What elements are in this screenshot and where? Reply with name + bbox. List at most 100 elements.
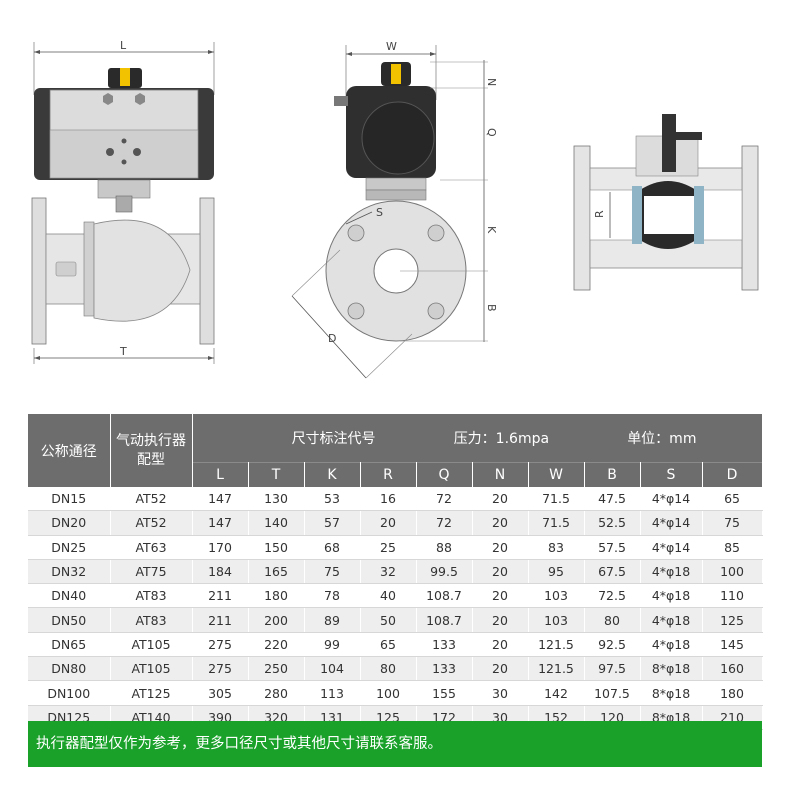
table-cell: 75 xyxy=(702,510,763,536)
table-cell: 150 xyxy=(248,535,305,560)
column-header-D: D xyxy=(702,462,763,487)
table-cell: 250 xyxy=(248,656,305,682)
table-cell: 4*φ18 xyxy=(640,583,703,609)
table-cell: 20 xyxy=(472,607,529,633)
column-header-R: R xyxy=(360,462,417,487)
table-cell: 20 xyxy=(472,583,529,609)
table-cell: 20 xyxy=(472,632,529,658)
dim-label-T: T xyxy=(119,345,127,358)
table-cell: 65 xyxy=(702,487,763,512)
header-dimension-group: 尺寸标注代号 压力：1.6mpa 单位：mm xyxy=(192,414,763,463)
table-cell: 20 xyxy=(472,535,529,560)
table-cell: 180 xyxy=(702,680,763,706)
table-cell: 92.5 xyxy=(584,632,641,658)
table-cell: 170 xyxy=(192,535,249,560)
column-header-K: K xyxy=(304,462,361,487)
header-nominal-diameter: 公称通径 xyxy=(28,414,111,487)
table-cell: 103 xyxy=(528,607,585,633)
table-cell: 85 xyxy=(702,535,763,560)
table-cell: DN40 xyxy=(28,583,111,609)
table-cell: 107.5 xyxy=(584,680,641,706)
table-cell: 200 xyxy=(248,607,305,633)
dim-label-N: N xyxy=(485,78,498,86)
table-cell: 99.5 xyxy=(416,559,473,585)
dim-label-B: B xyxy=(485,304,498,312)
table-cell: 20 xyxy=(472,487,529,512)
dim-label-R: R xyxy=(593,210,606,218)
table-cell: 71.5 xyxy=(528,487,585,512)
table-cell: 99 xyxy=(304,632,361,658)
table-cell: DN15 xyxy=(28,487,111,512)
column-header-S: S xyxy=(640,462,703,487)
table-cell: 65 xyxy=(360,632,417,658)
table-cell: 71.5 xyxy=(528,510,585,536)
table-cell: 140 xyxy=(248,510,305,536)
table-cell: 133 xyxy=(416,632,473,658)
table-cell: 83 xyxy=(528,535,585,560)
header-pressure: 压力：1.6mpa xyxy=(453,431,550,447)
table-cell: 4*φ14 xyxy=(640,535,703,560)
table-cell: AT125 xyxy=(110,680,193,706)
table-cell: 108.7 xyxy=(416,583,473,609)
table-cell: 275 xyxy=(192,632,249,658)
table-cell: DN32 xyxy=(28,559,111,585)
table-cell: 100 xyxy=(360,680,417,706)
table-cell: 88 xyxy=(416,535,473,560)
table-cell: 89 xyxy=(304,607,361,633)
table-cell: DN100 xyxy=(28,680,111,706)
dim-label-D: D xyxy=(328,332,336,345)
table-cell: 40 xyxy=(360,583,417,609)
table-cell: 50 xyxy=(360,607,417,633)
header-actuator-model: 气动执行器配型 xyxy=(110,414,193,487)
table-cell: 110 xyxy=(702,583,763,609)
table-cell: 4*φ14 xyxy=(640,487,703,512)
header-unit: 单位：mm xyxy=(627,431,697,447)
table-cell: AT105 xyxy=(110,632,193,658)
table-cell: AT75 xyxy=(110,559,193,585)
table-cell: 16 xyxy=(360,487,417,512)
table-cell: 72 xyxy=(416,487,473,512)
dim-label-Q: Q xyxy=(485,128,498,137)
table-cell: 4*φ18 xyxy=(640,607,703,633)
table-cell: 8*φ18 xyxy=(640,680,703,706)
table-cell: 4*φ14 xyxy=(640,510,703,536)
front-view-drawing: L T xyxy=(31,39,215,364)
technical-drawings: L T W xyxy=(31,39,759,379)
table-cell: 100 xyxy=(702,559,763,585)
table-cell: 25 xyxy=(360,535,417,560)
table-cell: DN20 xyxy=(28,510,111,536)
table-cell: 75 xyxy=(304,559,361,585)
table-cell: 95 xyxy=(528,559,585,585)
table-cell: 30 xyxy=(472,680,529,706)
table-cell: DN80 xyxy=(28,656,111,682)
table-cell: 72.5 xyxy=(584,583,641,609)
table-cell: 121.5 xyxy=(528,632,585,658)
table-cell: 147 xyxy=(192,510,249,536)
dim-label-W: W xyxy=(386,40,397,53)
table-cell: 20 xyxy=(472,559,529,585)
table-cell: 20 xyxy=(472,510,529,536)
table-cell: 108.7 xyxy=(416,607,473,633)
table-cell: 57 xyxy=(304,510,361,536)
table-cell: DN50 xyxy=(28,607,111,633)
table-cell: 155 xyxy=(416,680,473,706)
table-cell: 97.5 xyxy=(584,656,641,682)
dim-label-S: S xyxy=(376,206,383,219)
table-cell: 53 xyxy=(304,487,361,512)
table-header-row: 公称通径 气动执行器配型 尺寸标注代号 压力：1.6mpa 单位：mm xyxy=(28,414,763,487)
table-cell: 67.5 xyxy=(584,559,641,585)
table-cell: 8*φ18 xyxy=(640,656,703,682)
table-cell: 20 xyxy=(360,510,417,536)
table-cell: 160 xyxy=(702,656,763,682)
table-cell: 4*φ18 xyxy=(640,559,703,585)
table-cell: 103 xyxy=(528,583,585,609)
dim-label-L: L xyxy=(120,39,127,52)
table-cell: 147 xyxy=(192,487,249,512)
table-cell: 57.5 xyxy=(584,535,641,560)
